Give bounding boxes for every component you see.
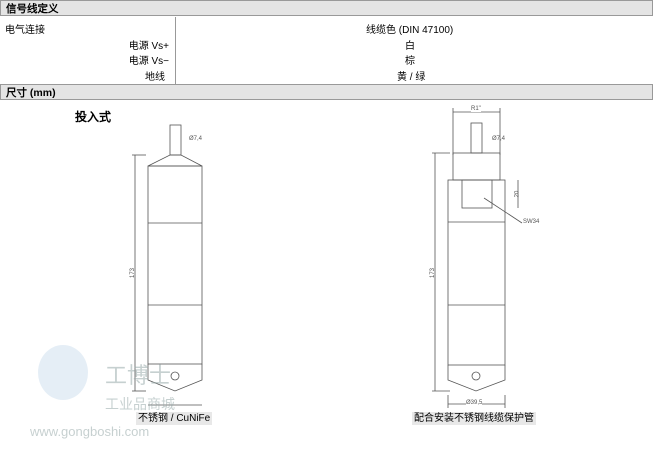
right-sensor-drawing xyxy=(432,108,523,408)
left-cable-dia: Ø7,4 xyxy=(189,136,203,142)
right-caption: 配合安装不锈钢线缆保护管 xyxy=(412,412,536,425)
hex-height: 20 xyxy=(514,190,521,198)
vs-minus-color: 棕 xyxy=(405,56,415,67)
left-sensor-drawing xyxy=(132,124,203,406)
watermark-mascot-icon xyxy=(38,345,88,400)
right-cable-dia: Ø7,4 xyxy=(492,136,506,142)
ground-color: 黄 / 绿 xyxy=(397,72,426,83)
wrench-size: SW34 xyxy=(523,219,540,225)
right-length: 173 xyxy=(430,267,437,279)
left-length: 173 xyxy=(130,267,137,279)
submersible-title: 投入式 xyxy=(75,110,112,124)
right-diameter: Ø39,5 xyxy=(466,400,483,406)
vs-plus-color: 白 xyxy=(405,41,415,52)
connection-label: 电气连接 xyxy=(5,25,45,36)
right-thread: R1" xyxy=(471,106,481,112)
vs-plus-label: 电源 Vs+ xyxy=(128,41,169,52)
watermark-url: www.gongboshi.com xyxy=(30,424,150,439)
watermark-sub: 工业品商城 xyxy=(105,396,175,412)
watermark-brand: 工博士 xyxy=(105,363,172,388)
table-divider xyxy=(175,17,176,84)
vs-minus-label: 电源 Vs− xyxy=(128,56,169,67)
left-caption: 不锈钢 / CuNiFe xyxy=(136,412,213,425)
ground-label: 地线 xyxy=(145,72,165,83)
cable-color-header: 线缆色 (DIN 47100) xyxy=(366,25,454,36)
dimensions-section-header: 尺寸 (mm) xyxy=(0,84,653,100)
signal-section-header: 信号线定义 xyxy=(0,0,653,16)
